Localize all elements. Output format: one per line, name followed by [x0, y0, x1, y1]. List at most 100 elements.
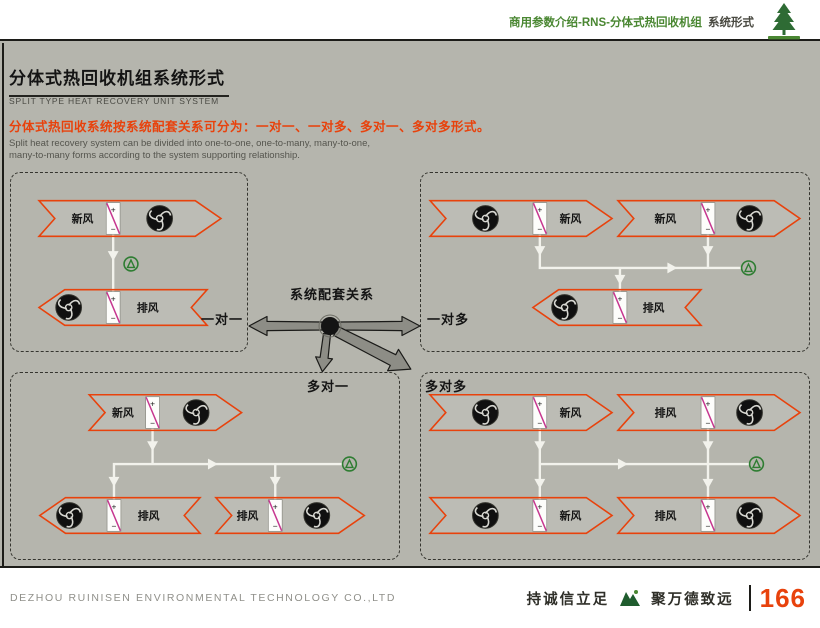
diagram-many-to-one: 新风 排风 排风 — [10, 372, 400, 560]
unit-label: 排风 — [137, 300, 159, 314]
pipe-lines — [538, 234, 741, 292]
unit-label: 新风 — [560, 508, 582, 522]
flow-arrowhead — [614, 274, 626, 285]
duct-arrow-outline — [428, 496, 614, 535]
hub-ring — [318, 314, 342, 338]
hub-arrow-down-left — [315, 332, 334, 373]
exhaust-air-unit: 排风 — [38, 496, 202, 535]
heat-exchanger-icon — [267, 498, 283, 533]
unit-label: 排风 — [643, 300, 665, 314]
unit-label: 新风 — [560, 406, 582, 420]
hub-dot — [321, 317, 339, 335]
footer-right: 持诚信立足 聚万德致远 166 — [527, 568, 806, 628]
supply-air-unit: 新风 — [616, 199, 802, 238]
unit-label: 新风 — [655, 211, 677, 225]
hub-arrow-right — [337, 315, 421, 337]
vent-valve-icon — [740, 260, 757, 276]
fan-icon — [735, 501, 764, 530]
company-name: DEZHOU RUINISEN ENVIRONMENTAL TECHNOLOGY… — [10, 592, 397, 604]
heat-exchanger-icon — [612, 290, 628, 325]
breadcrumb-main: 商用参数介绍-RNS-分体式热回收机组 — [509, 17, 702, 29]
page-number: 166 — [759, 582, 806, 613]
left-margin-rule — [2, 43, 4, 566]
hub-arrow-down-right — [333, 325, 412, 372]
hub-title: 系统配套关系 — [290, 287, 375, 302]
pipe-line — [112, 462, 343, 500]
exhaust-air-unit: 排风 — [616, 393, 802, 432]
flow-arrowhead — [108, 476, 120, 487]
label-one-to-many: 一对多 — [427, 312, 470, 327]
footer-logo-icon — [620, 590, 641, 606]
duct-arrow-outline — [214, 496, 366, 535]
supply-air-unit: 新风 — [37, 199, 223, 238]
flow-arrowhead — [702, 478, 714, 489]
unit-label: 新风 — [560, 211, 582, 225]
unit-label: 排风 — [655, 508, 677, 522]
fan-icon — [471, 204, 500, 233]
duct-arrow-outline — [37, 199, 223, 238]
flow-arrowhead — [269, 476, 281, 487]
heat-exchanger-icon — [106, 498, 122, 533]
exhaust-air-unit: 排风 — [37, 288, 209, 327]
heat-exchanger-icon — [105, 201, 121, 236]
vent-valve-icon — [341, 456, 358, 472]
duct-arrow-outline — [37, 288, 209, 327]
flow-arrowhead — [147, 441, 159, 452]
logo-banner — [768, 36, 800, 40]
unit-label: 新风 — [72, 211, 94, 225]
pine-tree-icon — [772, 3, 796, 35]
fan-icon — [146, 204, 174, 233]
flow-arrowhead — [534, 246, 546, 257]
supply-air-unit: 新风 — [428, 199, 614, 238]
fan-icon — [182, 398, 210, 427]
flow-arrowhead — [617, 458, 628, 470]
diagram-many-to-many: 新风 排风 新风 排风 — [420, 372, 810, 560]
heat-exchanger-icon — [700, 498, 716, 533]
flow-arrowhead — [107, 251, 119, 262]
duct-arrow-outline — [428, 393, 614, 432]
label-many-to-many: 多对多 — [425, 379, 468, 394]
fan-icon — [735, 204, 764, 233]
relationship-hub — [248, 314, 421, 373]
label-many-to-one: 多对一 — [307, 379, 350, 394]
supply-air-unit: 新风 — [428, 496, 614, 535]
flow-arrowhead — [702, 246, 714, 257]
exhaust-air-unit: 排风 — [531, 288, 703, 327]
unit-label: 排风 — [138, 508, 160, 522]
intro-text-cn: 分体式热回收系统按系统配套关系可分为：一对一、一对多、多对一、多对多形式。 — [9, 120, 491, 134]
page-header: 商用参数介绍-RNS-分体式热回收机组系统形式 — [0, 0, 820, 41]
page-title: 分体式热回收机组系统形式 — [9, 64, 229, 97]
fan-icon — [471, 501, 500, 530]
unit-label: 排风 — [237, 508, 259, 522]
heat-exchanger-icon — [700, 201, 716, 236]
intro-en-line1: Split heat recovery system can be divide… — [9, 138, 371, 149]
slogan-left: 持诚信立足 — [526, 591, 610, 608]
supply-air-unit: 新风 — [428, 393, 614, 432]
intro-en-line2: many-to-many forms according to the syst… — [9, 149, 300, 161]
flow-arrowhead — [702, 441, 714, 452]
heat-exchanger-icon — [532, 201, 548, 236]
pipe-lines — [538, 428, 750, 500]
page-number-divider — [748, 585, 751, 611]
breadcrumb-section: 系统形式 — [708, 17, 754, 29]
breadcrumb: 商用参数介绍-RNS-分体式热回收机组系统形式 — [509, 14, 754, 30]
exhaust-air-unit: 排风 — [616, 496, 802, 535]
flow-arrowhead — [534, 478, 546, 489]
flow-arrowhead — [207, 458, 218, 470]
exhaust-air-unit: 排风 — [214, 496, 366, 535]
flow-arrowhead — [534, 441, 546, 452]
fan-icon — [735, 398, 764, 427]
heat-exchanger-icon — [105, 290, 121, 325]
flow-arrowhead — [667, 262, 678, 274]
unit-label: 新风 — [112, 406, 134, 420]
fan-icon — [471, 398, 500, 427]
heat-exchanger-icon — [144, 396, 161, 430]
fan-icon — [55, 293, 83, 322]
slogan-right: 聚万德致远 — [651, 591, 734, 608]
hub-arrow-left — [248, 315, 323, 337]
intro-text-en: Split heat recovery system can be divide… — [9, 138, 370, 161]
duct-arrow-outline — [428, 199, 614, 238]
pipe-lines — [112, 428, 343, 500]
unit-label: 排风 — [655, 406, 677, 420]
fan-icon — [550, 293, 579, 322]
